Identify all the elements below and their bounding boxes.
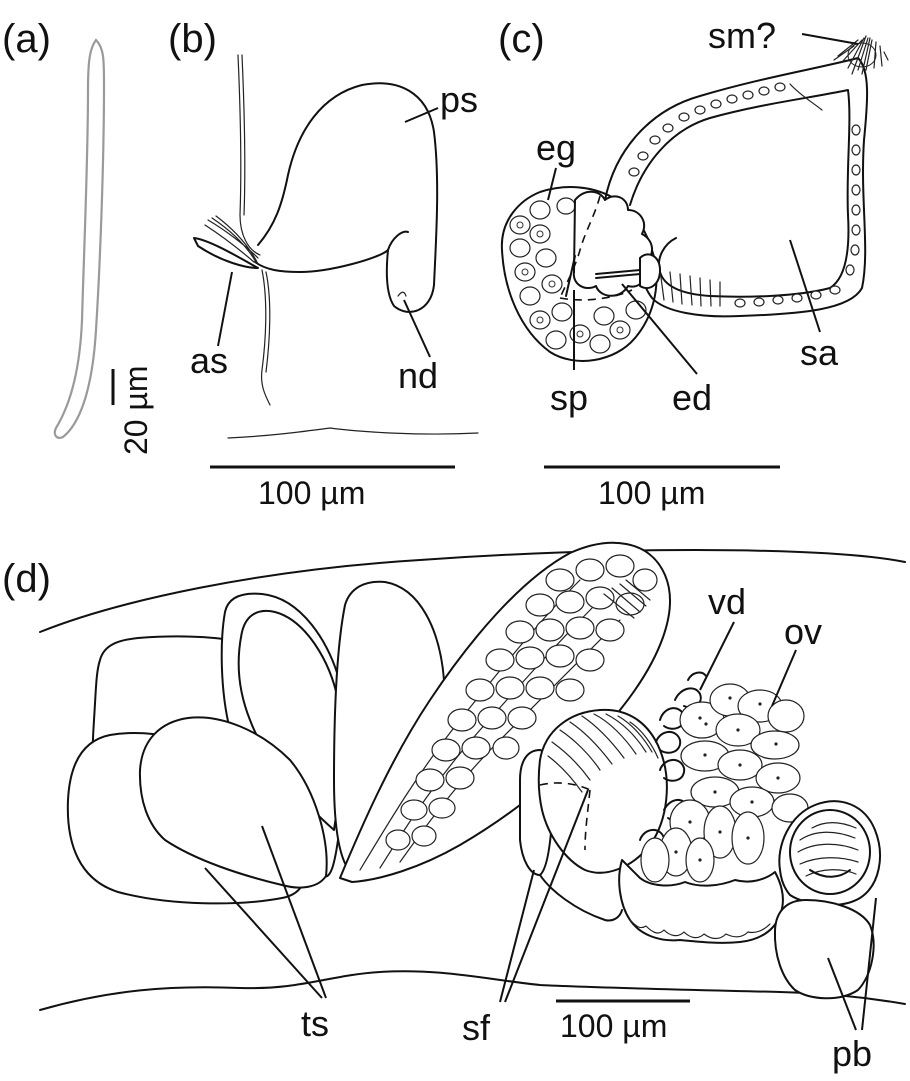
panel-c-junction-lobe bbox=[639, 253, 661, 289]
panel-d-sf-leader-1 bbox=[499, 869, 535, 1003]
panel-c-sm-leader bbox=[801, 33, 859, 45]
panel-c-ejac-duct bbox=[595, 269, 641, 275]
panel-b-nd-mark bbox=[397, 291, 407, 297]
panel-d-sv-hatch bbox=[603, 579, 651, 619]
panel-b-scale-label: 100 µm bbox=[258, 475, 365, 511]
panel-d-label-sf: sf bbox=[462, 1007, 491, 1048]
panel-c-sperm bbox=[565, 255, 576, 297]
panel-d-scale-label: 100 µm bbox=[560, 1008, 667, 1044]
panel-b-nerve-upper bbox=[237, 54, 261, 256]
panel-b-penis-stylet bbox=[254, 82, 439, 313]
panel-c-label-eg: eg bbox=[536, 127, 576, 168]
panel-d-label-vd: vd bbox=[708, 581, 746, 622]
panel-d-ovary bbox=[640, 683, 809, 883]
panel-b: (b) ps as nd 100 µm bbox=[168, 17, 479, 511]
panel-b-nerve-lower bbox=[260, 269, 271, 406]
panel-a-scale-label: 20 µm bbox=[118, 365, 154, 455]
panel-c-label: (c) bbox=[498, 17, 545, 61]
panel-b-nerve-lower-2 bbox=[265, 271, 271, 373]
panel-d-sf-line bbox=[539, 874, 623, 922]
panel-c-sa-leader bbox=[789, 239, 821, 333]
panel-d-pb-leader-2 bbox=[861, 897, 877, 1031]
panel-c-label-sa: sa bbox=[800, 332, 839, 373]
panel-b-body-wall bbox=[227, 427, 479, 439]
panel-a: (a) 20 µm bbox=[2, 17, 154, 455]
panel-d-label: (d) bbox=[2, 557, 51, 601]
panel-d-testes bbox=[66, 580, 446, 905]
panel-d-sv-cells bbox=[385, 554, 658, 851]
panel-c-ejac-duct-2 bbox=[595, 273, 641, 279]
panel-d-pb-leader-1 bbox=[827, 957, 857, 1031]
panel-c-sac-wall-cells bbox=[628, 82, 861, 308]
panel-d-frilly-edge bbox=[629, 919, 771, 940]
panel-b-label: (b) bbox=[168, 17, 217, 61]
panel-c-label-sm: sm? bbox=[708, 15, 776, 56]
panel-c-seminal-sac-inner bbox=[629, 89, 851, 298]
panel-c-label-ed: ed bbox=[672, 377, 712, 418]
panel-a-label: (a) bbox=[2, 17, 51, 61]
panel-c-sm-tuft bbox=[833, 35, 889, 75]
panel-d-seminal-vesicle bbox=[339, 541, 671, 883]
panel-b-label-nd: nd bbox=[398, 355, 438, 396]
panel-b-accessory-stylet bbox=[193, 237, 259, 269]
panel-c: (c) bbox=[498, 15, 889, 511]
panel-d-penis-bulb bbox=[773, 800, 881, 1000]
panel-d-vd-leader bbox=[699, 621, 735, 691]
panel-d-body-wall-bottom bbox=[39, 970, 906, 1011]
panel-c-seminal-sac-outer bbox=[604, 57, 869, 318]
panel-d-label-ov: ov bbox=[784, 611, 822, 652]
panel-c-muscle-striations bbox=[659, 269, 721, 307]
panel-d-ts-leader-1 bbox=[204, 867, 323, 999]
panel-b-nd-leader bbox=[403, 299, 431, 358]
panel-d-ts-leader-2 bbox=[261, 825, 327, 999]
panel-b-accessory-fibers bbox=[204, 215, 259, 265]
panel-b-label-as: as bbox=[190, 340, 228, 381]
panel-c-label-sp: sp bbox=[550, 377, 588, 418]
panel-c-septum bbox=[789, 83, 823, 111]
panel-d-sf-leader-2 bbox=[504, 789, 589, 1003]
panel-b-ps-leader bbox=[404, 107, 439, 123]
panel-c-eg-leader bbox=[547, 167, 557, 201]
panel-d-label-pb: pb bbox=[832, 1033, 872, 1074]
panel-c-scale-label: 100 µm bbox=[598, 475, 705, 511]
panel-b-label-ps: ps bbox=[440, 79, 478, 120]
panel-b-stylet-notch bbox=[387, 230, 409, 251]
panel-a-specimen-outline bbox=[53, 38, 106, 439]
panel-d: (d) bbox=[2, 541, 906, 1074]
panel-c-dashed-outline bbox=[559, 195, 633, 301]
panel-d-ov-leader bbox=[771, 649, 797, 707]
panel-c-ed-leader bbox=[621, 283, 698, 375]
panel-b-nerve-upper-2 bbox=[241, 54, 246, 216]
panel-b-as-leader bbox=[217, 271, 233, 347]
panel-d-body-wall-top bbox=[39, 549, 906, 633]
panel-d-label-ts: ts bbox=[301, 1003, 329, 1044]
testis-lobe-6 bbox=[138, 716, 328, 889]
